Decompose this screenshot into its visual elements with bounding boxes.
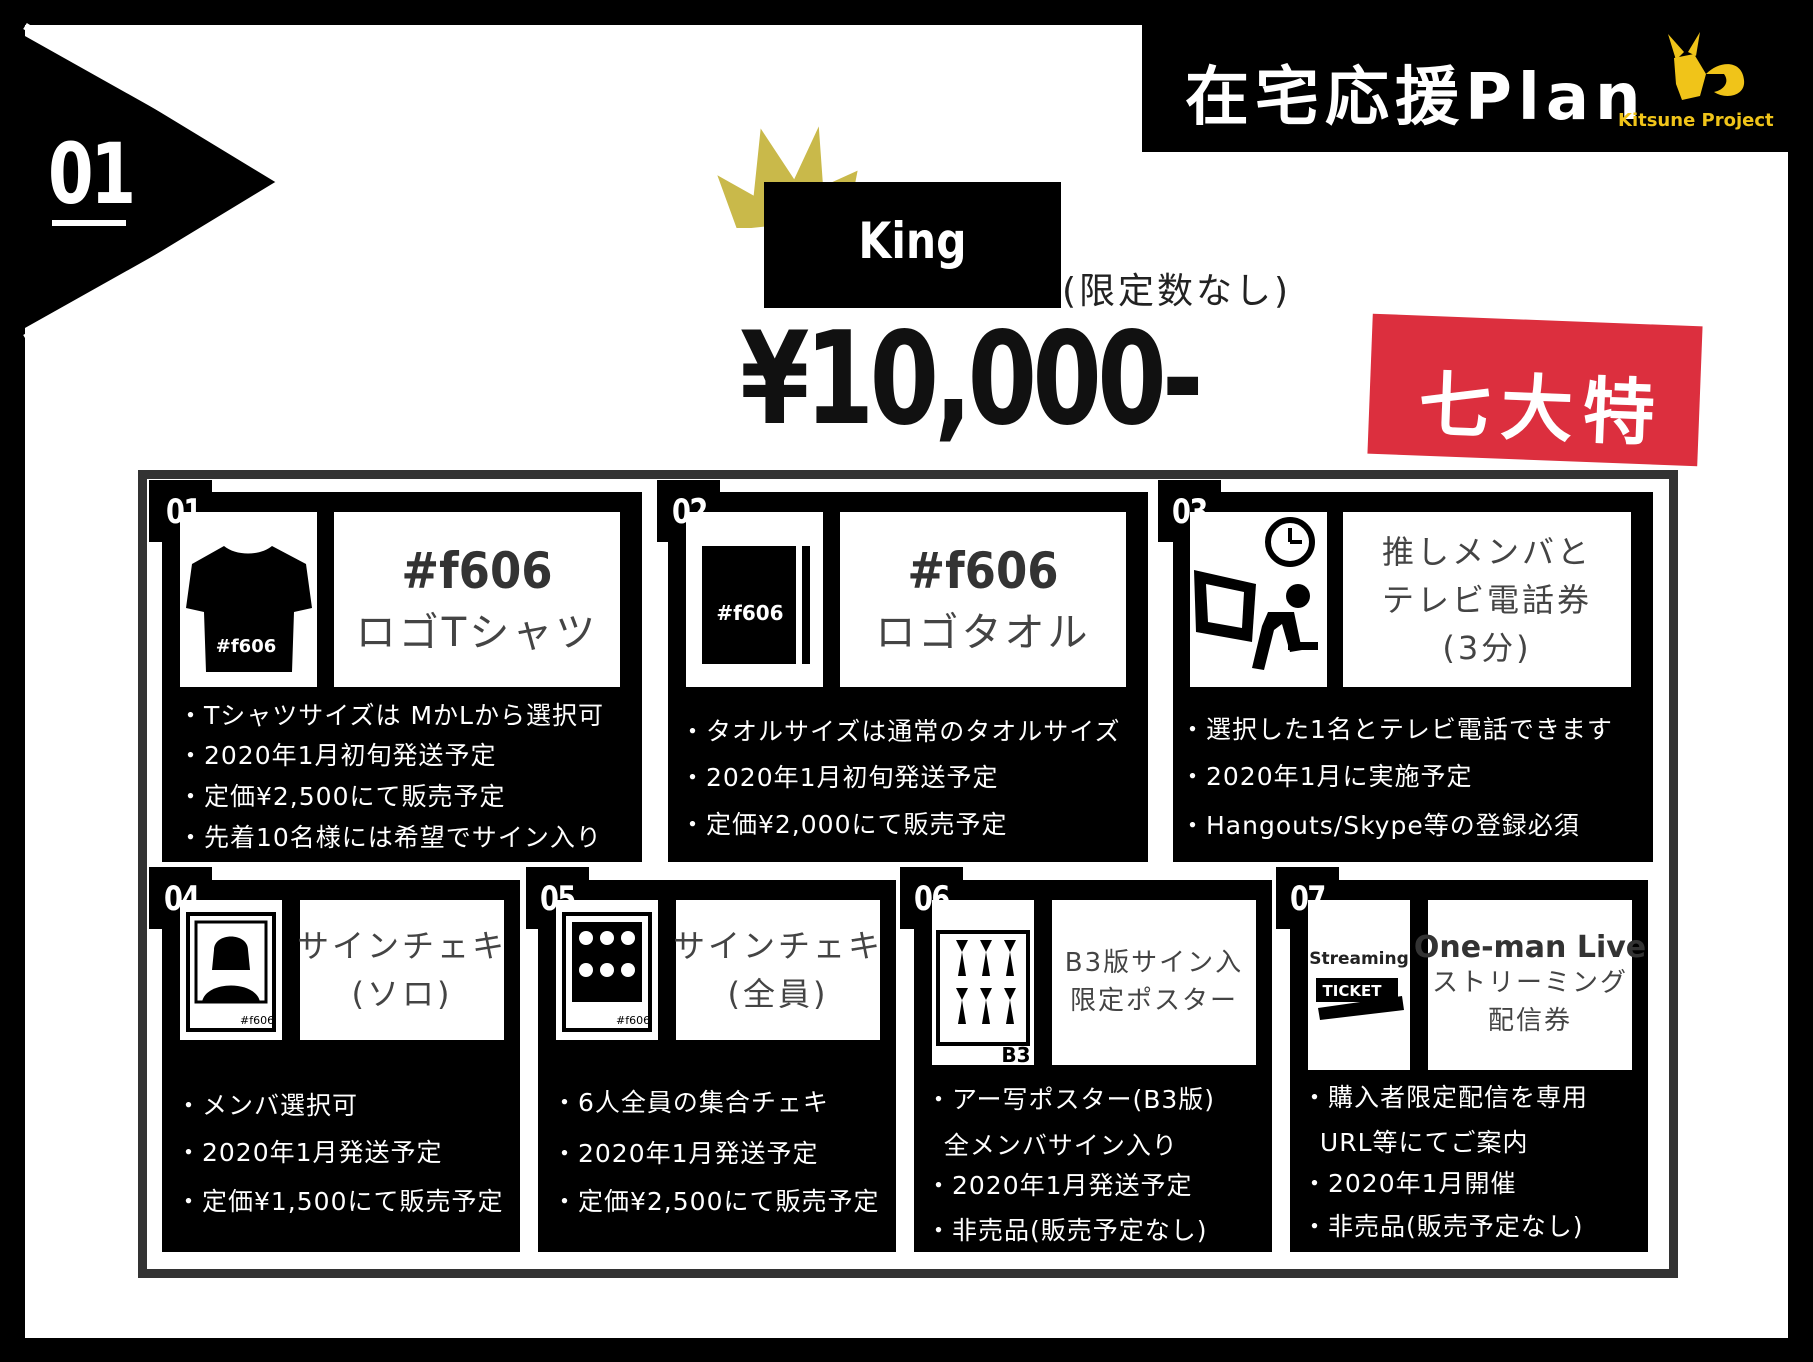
benefit-bullet: 全メンバサイン入り <box>926 1131 1178 1160</box>
benefit-bullet: ・選択した1名とテレビ電話できます <box>1180 715 1613 744</box>
benefit-bullet: ・Hangouts/Skype等の登録必須 <box>1180 811 1580 840</box>
benefit-title-line: (ソロ) <box>351 975 453 1013</box>
benefit-title-line: 推しメンバと <box>1381 532 1592 571</box>
benefit-title-box: 推しメンバと テレビ電話券 (3分) <box>1343 512 1631 687</box>
benefit-title-line: サインチェキ <box>673 927 884 965</box>
svg-text:#f606: #f606 <box>216 636 277 657</box>
benefit-title-line: テレビ電話券 <box>1381 580 1592 619</box>
benefit-title-box: B3版サイン入 限定ポスター <box>1052 900 1256 1065</box>
benefit-title-line: (3分) <box>1442 628 1532 667</box>
svg-text:#f606: #f606 <box>716 601 783 625</box>
benefit-image <box>1190 512 1327 687</box>
benefit-title-line: B3版サイン入 <box>1064 947 1244 978</box>
ticket-streaming-label: Streaming <box>1309 949 1409 969</box>
benefit-bullet: ・定価¥2,500にて販売予定 <box>552 1187 880 1216</box>
benefit-title-line: One-man Live <box>1413 929 1647 965</box>
section-number: 01 <box>48 125 136 223</box>
benefit-title-line: ストリーミング <box>1431 967 1628 998</box>
plan-name-box <box>764 182 1061 308</box>
brand-name: Kitsune Project <box>1618 110 1774 131</box>
benefit-title-line: #f606 <box>401 541 553 600</box>
benefit-title-line: 配信券 <box>1487 1005 1572 1036</box>
benefit-title-box: サインチェキ (全員) <box>673 900 884 1040</box>
benefit-bullet: URL等にてご案内 <box>1302 1128 1529 1157</box>
benefit-title-box: #f606 ロゴタオル <box>840 512 1126 687</box>
group-photo-icon: #f606 <box>562 912 652 1032</box>
poster-size-label: B3 <box>1001 1043 1030 1065</box>
benefit-bullet: ・2020年1月発送予定 <box>176 1138 443 1167</box>
benefit-title-line: ロゴタオル <box>875 609 1091 656</box>
video-call-icon <box>1194 517 1318 670</box>
benefit-bullet: ・アー写ポスター(B3版) <box>926 1085 1216 1114</box>
benefit-bullet: ・2020年1月初旬発送予定 <box>178 741 497 770</box>
benefit-image: #f606 <box>556 900 658 1040</box>
benefit-bullet: ・購入者限定配信を専用 <box>1302 1083 1589 1112</box>
svg-text:#f606: #f606 <box>240 1014 274 1027</box>
benefit-bullet: ・2020年1月開催 <box>1302 1169 1517 1198</box>
section-number-underline <box>52 220 126 226</box>
benefit-bullet: ・先着10名様には希望でサイン入り <box>178 823 602 852</box>
benefit-bullet: ・2020年1月発送予定 <box>552 1139 819 1168</box>
benefit-bullet: ・Tシャツサイズは MかLから選択可 <box>178 701 604 730</box>
solo-photo-icon: #f606 <box>186 912 276 1032</box>
benefit-bullet: ・メンバ選択可 <box>176 1091 359 1120</box>
benefit-title-box: #f606 ロゴTシャツ <box>334 512 620 687</box>
benefit-title-box: サインチェキ (ソロ) <box>297 900 508 1040</box>
benefit-image: #f606 <box>180 900 282 1040</box>
benefit-bullet: ・定価¥2,500にて販売予定 <box>178 782 506 811</box>
page-title: 在宅応援Plan <box>1185 61 1647 135</box>
limit-note: (限定数なし) <box>1062 271 1292 312</box>
benefit-bullet: ・タオルサイズは通常のタオルサイズ <box>680 717 1121 746</box>
benefit-title-line: ロゴTシャツ <box>355 609 599 656</box>
benefit-bullet: ・6人全員の集合チェキ <box>552 1088 829 1117</box>
svg-text:#f606: #f606 <box>616 1014 650 1027</box>
benefit-image: Streaming TICKET <box>1308 900 1410 1070</box>
benefit-bullet: ・定価¥2,000にて販売予定 <box>680 810 1008 839</box>
benefit-bullet: ・非売品(販売予定なし) <box>926 1216 1208 1245</box>
benefit-title-line: サインチェキ <box>297 927 508 965</box>
plan-price: ¥10,000- <box>740 305 1203 454</box>
chevron-arrow-icon <box>0 22 289 342</box>
fox-logo-icon <box>1668 32 1745 100</box>
benefit-bullet: ・2020年1月初旬発送予定 <box>680 763 999 792</box>
ticket-label: TICKET <box>1323 982 1383 1000</box>
ticket-icon: Streaming TICKET <box>1309 949 1409 1020</box>
benefit-bullet: ・2020年1月に実施予定 <box>1180 762 1473 791</box>
tshirt-icon: #f606 <box>186 546 312 672</box>
towel-icon: #f606 <box>702 546 810 664</box>
benefit-image: B3 <box>932 900 1034 1067</box>
benefit-title-line: (全員) <box>727 975 829 1013</box>
benefit-title-box: One-man Live ストリーミング 配信券 <box>1414 900 1646 1070</box>
poster-icon: B3 <box>936 930 1031 1067</box>
benefit-title-line: 限定ポスター <box>1069 985 1238 1016</box>
benefit-title-line: #f606 <box>907 541 1059 600</box>
benefit-bullet: ・非売品(販売予定なし) <box>1302 1212 1584 1241</box>
benefit-bullet: ・定価¥1,500にて販売予定 <box>176 1187 504 1216</box>
benefit-image: #f606 <box>180 512 317 687</box>
plan-name: King <box>858 212 967 270</box>
benefit-image: #f606 <box>686 512 823 687</box>
benefit-bullet: ・2020年1月発送予定 <box>926 1171 1193 1200</box>
